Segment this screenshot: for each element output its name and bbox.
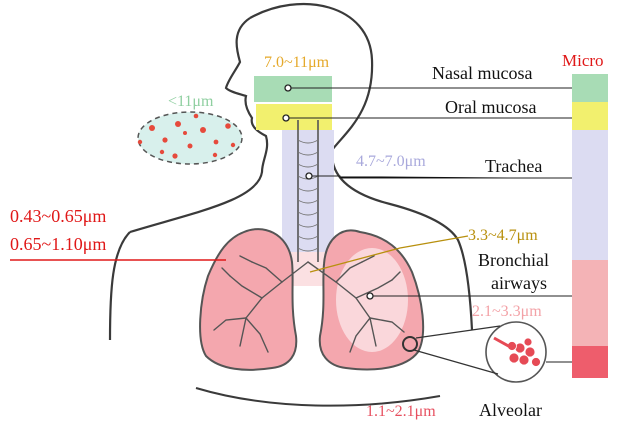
lung-size-label-line2: 0.65~1.10μm bbox=[10, 234, 106, 254]
right-lung-highlight bbox=[336, 248, 408, 352]
oral-label: Oral mucosa bbox=[445, 97, 536, 117]
bronchial-size-label: 3.3~4.7μm bbox=[468, 227, 538, 244]
nasal-callout-dot bbox=[285, 85, 291, 91]
bronchial-small-size-label: 2.1~3.3μm bbox=[472, 303, 542, 320]
nasal-region-highlight bbox=[254, 76, 332, 102]
alveolar-size-label: 1.1~2.1μm bbox=[366, 403, 436, 420]
scale-nasal bbox=[572, 74, 608, 102]
nasal-size-label: 7.0~11μm bbox=[264, 54, 330, 71]
bronchial-callout-dot bbox=[367, 293, 373, 299]
nasal-label: Nasal mucosa bbox=[432, 63, 532, 83]
scale-bronchial bbox=[572, 260, 608, 346]
trachea-callout-dot bbox=[306, 173, 312, 179]
lung-size-label-line1: 0.43~0.65μm bbox=[10, 206, 106, 226]
left-lung bbox=[200, 229, 296, 370]
aerosol-cloud bbox=[138, 112, 242, 164]
alveolar-label: Alveolar bbox=[479, 400, 542, 420]
scale-alveolar bbox=[572, 346, 608, 378]
oral-region-highlight bbox=[256, 104, 332, 130]
oral-size-label: <11μm bbox=[168, 93, 214, 110]
micro-header: Micro bbox=[562, 51, 604, 70]
bronchial-label-line2: airways bbox=[491, 273, 547, 293]
trachea-leader-line bbox=[312, 176, 572, 178]
alveoli-zoom-line-top bbox=[416, 326, 500, 338]
trachea-size-label: 4.7~7.0μm bbox=[356, 153, 426, 170]
oral-callout-dot bbox=[283, 115, 289, 121]
bronchial-label-line1: Bronchial bbox=[478, 250, 549, 270]
trachea-label: Trachea bbox=[485, 156, 542, 176]
left-shoulder-outline bbox=[110, 232, 130, 340]
scale-trachea bbox=[572, 130, 608, 260]
scale-oral bbox=[572, 102, 608, 130]
